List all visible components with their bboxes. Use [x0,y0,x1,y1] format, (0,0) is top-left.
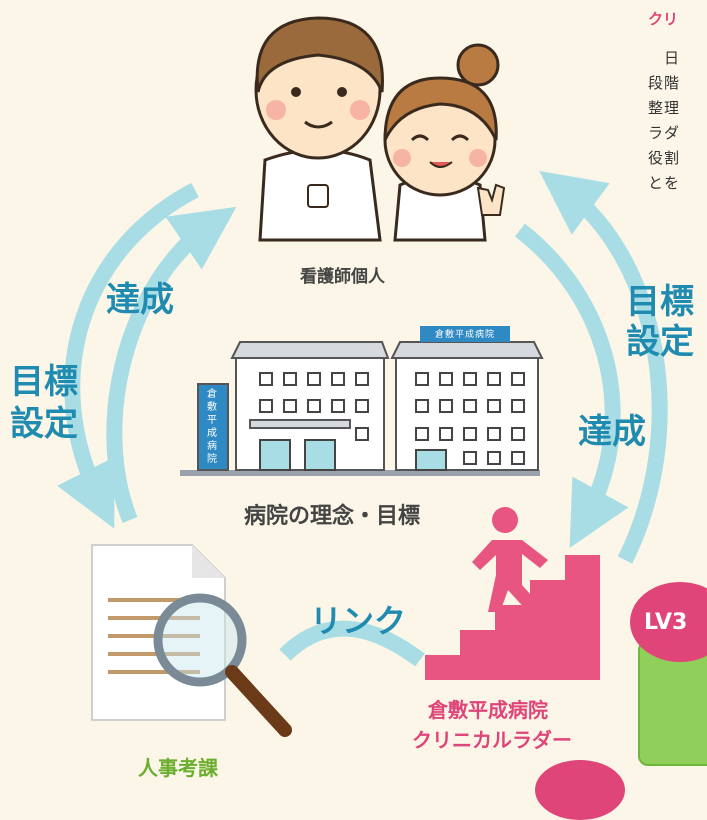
hospital-label: 病院の理念・目標 [244,504,421,529]
side-panel-line: 段階 [648,74,681,92]
side-panel-line: ラダ [648,124,681,142]
nurse-label: 看護師個人 [300,267,385,287]
appraisal-label: 人事考課 [138,756,218,780]
cycle-arrows [57,170,668,667]
arrow-right-inner [515,223,629,549]
level-badge: LV3 [630,582,707,662]
achieve-right-label: 達成 [578,412,646,452]
hospital-building-icon [180,326,544,476]
goal-left-label-1: 目標 [10,362,78,402]
goal-right-label-1: 目標 [626,282,694,322]
side-panel-body: 日 段階 整理 ラダ 役割 とを [648,46,680,196]
nurses-illustration [254,16,506,242]
side-panel-line: 整理 [648,99,681,117]
side-panel-line: とを [648,174,681,192]
link-label: リンク [310,602,407,640]
arrow-right-outer [539,170,668,564]
arrow-left-inner [106,206,237,523]
male-nurse-icon [254,16,384,242]
ladder-label-line1: 倉敷平成病院 [428,698,548,722]
goal-left-label-2: 設定 [10,404,78,444]
side-panel-line: 役割 [648,149,681,167]
ladder-stairs-icon [425,507,600,680]
arrow-link [279,620,425,667]
level-badge-text: LV3 [644,609,688,635]
document-magnifier-icon [91,544,292,737]
level-badge-next [535,760,625,820]
side-panel-heading: クリ [648,10,679,28]
side-panel-line: 日 [648,49,681,67]
arrow-left-outer [57,182,199,529]
building-roof-sign: 倉敷平成病院 [434,330,495,340]
female-nurse-icon [383,43,506,242]
goal-right-label-2: 設定 [626,322,694,362]
building-vertical-sign: 倉敷平成病院 [207,389,217,465]
ladder-label-line2: クリニカルラダー [412,728,572,752]
achieve-left-label: 達成 [106,280,174,320]
